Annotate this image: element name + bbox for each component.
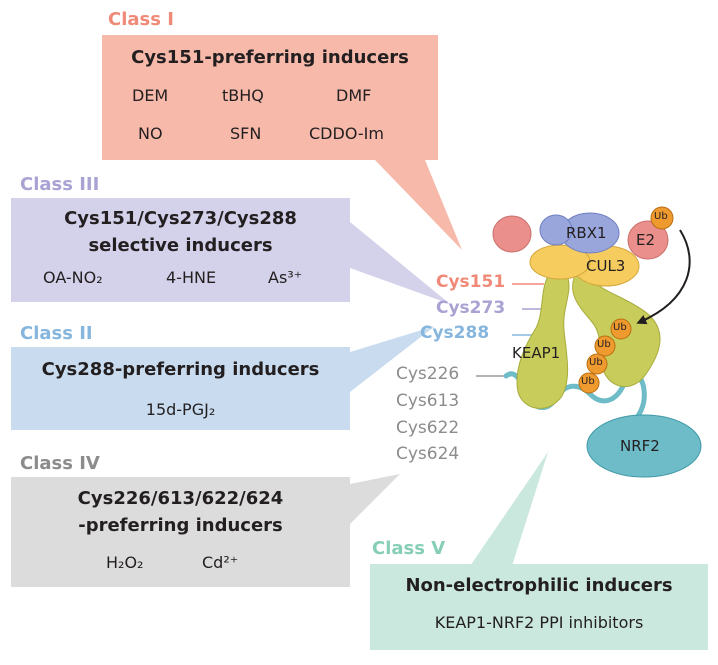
class2-title: Cys288-preferring inducers — [41, 359, 320, 380]
cys151-label: Cys151 — [436, 272, 506, 292]
cys273-label: Cys273 — [436, 298, 506, 318]
rbx1-label: RBX1 — [566, 224, 607, 242]
ub-donor-circle — [650, 206, 674, 230]
class1-item-dmf: DMF — [336, 86, 372, 105]
e2-label: E2 — [636, 231, 656, 249]
keap1-left-lobe — [516, 269, 570, 409]
class1-item-cddo-im: CDDO-Im — [309, 124, 384, 143]
class3-item-4-hne: 4-HNE — [166, 268, 217, 287]
class5-callout-pointer — [470, 452, 548, 566]
class1-title: Cys151-preferring inducers — [131, 47, 409, 68]
cys288-label: Cys288 — [420, 323, 490, 343]
cys226-label: Cys226 — [396, 364, 460, 384]
ub-chain-1-circle — [610, 318, 632, 340]
ub-chain-4-label: Ub — [581, 376, 595, 387]
class5-label: Class V — [372, 538, 446, 559]
nrf2-label: NRF2 — [620, 437, 660, 455]
ub-chain-3-circle — [586, 353, 608, 375]
class5-box — [370, 564, 708, 650]
pink-subunit — [492, 215, 532, 253]
class3-title-line1: Cys151/Cys273/Cys288 — [64, 208, 297, 229]
class2-label: Class II — [20, 323, 93, 344]
class4-item-h2o2: H₂O₂ — [106, 553, 144, 572]
cys613-label: Cys613 — [396, 391, 460, 411]
class4-box — [11, 477, 350, 587]
cys622-label: Cys622 — [396, 418, 460, 438]
cul3-label: CUL3 — [586, 257, 626, 275]
class3-item-as3: As³⁺ — [268, 268, 303, 287]
ub-chain-2-circle — [594, 335, 616, 357]
ub-chain-2-label: Ub — [597, 339, 611, 350]
ub-donor-label: Ub — [654, 211, 668, 222]
class1-box — [102, 35, 438, 160]
class3-callout-pointer — [350, 222, 450, 304]
class2-item-15d-pgj2: 15d-PGJ₂ — [145, 400, 216, 419]
cys624-label: Cys624 — [396, 444, 460, 464]
class5-item-ppi-inhibitors: KEAP1-NRF2 PPI inhibitors — [434, 613, 644, 632]
e2-protein — [627, 220, 669, 260]
class4-title-line2: -preferring inducers — [78, 515, 283, 536]
nrf2-protein — [586, 414, 702, 478]
class2-box — [11, 347, 350, 430]
keap1-label: KEAP1 — [512, 344, 561, 362]
class4-label: Class IV — [20, 453, 100, 474]
class1-item-no: NO — [138, 124, 163, 143]
ub-chain-4-circle — [578, 372, 600, 394]
ub-chain-3-label: Ub — [589, 357, 603, 368]
class4-callout-pointer — [350, 474, 400, 524]
class2-callout-pointer — [350, 326, 435, 392]
class1-callout-pointer — [375, 160, 462, 250]
class4-title-line1: Cys226/613/622/624 — [77, 488, 284, 509]
class3-item-oa-no2: OA-NO₂ — [43, 268, 103, 287]
class1-item-dem: DEM — [132, 86, 169, 105]
class3-title-line2: selective inducers — [88, 235, 273, 256]
class1-item-tbhq: tBHQ — [222, 86, 264, 105]
ub-transfer-arrow — [636, 229, 691, 325]
class1-label: Class I — [108, 9, 174, 30]
ub-chain-1-label: Ub — [613, 322, 627, 333]
class1-item-sfn: SFN — [230, 124, 262, 143]
class3-label: Class III — [20, 174, 100, 195]
class4-item-cd2: Cd²⁺ — [202, 553, 239, 572]
class3-box — [11, 198, 350, 302]
class5-title: Non-electrophilic inducers — [405, 575, 673, 596]
rbx1-side — [539, 214, 573, 246]
